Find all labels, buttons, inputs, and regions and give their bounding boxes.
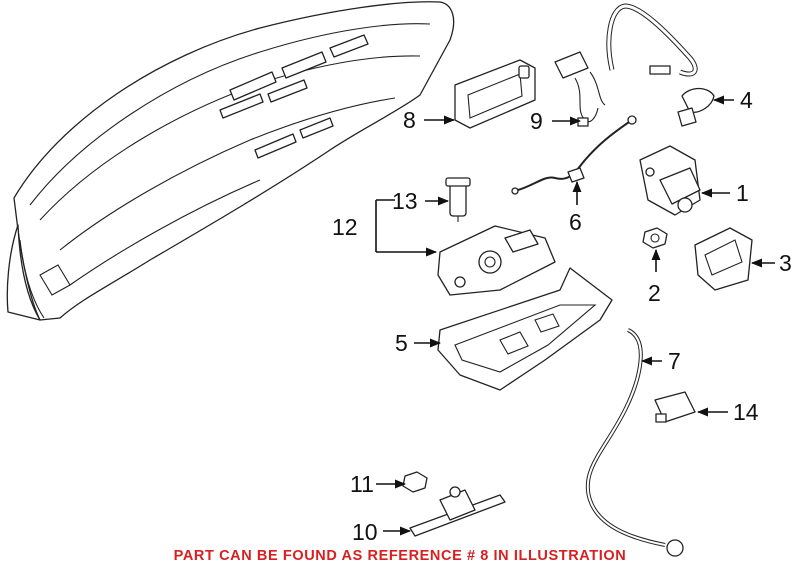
callout-14: 14 [733,399,759,425]
callout-9: 9 [530,108,543,134]
callout-12: 12 [332,214,358,240]
part-11-illustration [402,471,428,493]
callout-13: 13 [392,188,418,214]
callout-8: 8 [403,107,416,133]
callout-3: 3 [779,250,792,276]
callout-4: 4 [740,87,753,113]
part-7-illustration [585,328,684,557]
callout-1: 1 [736,180,749,206]
reference-notice: PART CAN BE FOUND AS REFERENCE # 8 IN IL… [173,548,627,564]
part-1-illustration [639,145,701,216]
part-4-illustration [677,87,715,127]
part-14-illustration [654,391,696,423]
part-12-illustration [437,225,556,296]
part-9-illustration [554,51,606,127]
callout-5: 5 [395,330,408,356]
trunk-lid-illustration [6,1,455,321]
callout-2: 2 [648,280,661,306]
part-13-illustration [445,177,471,222]
callout-11: 11 [350,471,374,497]
part-8-illustration [454,59,536,129]
callout-10: 10 [352,519,378,545]
part-2-illustration [642,227,668,249]
part-3-illustration [694,227,753,291]
callout-6: 6 [569,209,582,235]
callout-7: 7 [668,348,681,374]
leader-lines [375,95,775,536]
part-6-illustration [511,115,637,195]
callout-labels: 1 2 3 4 5 6 7 8 9 10 11 12 13 14 [332,87,792,545]
part-4-hose-illustration [606,3,698,77]
part-10-illustration [409,486,506,537]
part-5-illustration [437,267,613,391]
